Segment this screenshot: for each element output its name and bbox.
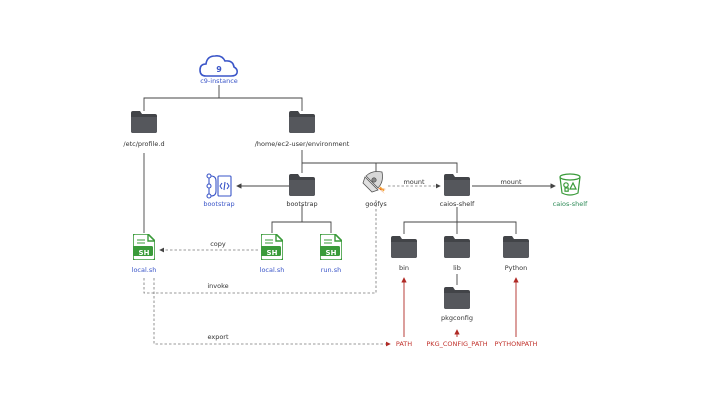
folder-icon-python bbox=[503, 236, 529, 258]
folder-icon-lib bbox=[444, 236, 470, 258]
folder-icon-caios-shelf bbox=[444, 174, 470, 196]
local-sh-mid-label: local.sh bbox=[259, 266, 285, 274]
sh-badge-mid: SH bbox=[266, 249, 278, 257]
env-pkg-config-path-label: PKG_CONFIG_PATH bbox=[426, 340, 488, 348]
sh-badge-run: SH bbox=[325, 249, 337, 257]
c9-instance-label: c9-instance bbox=[200, 77, 238, 85]
caios-shelf-bucket-label: caios-shelf bbox=[552, 200, 588, 208]
folder-icon-etc-profile bbox=[131, 111, 157, 133]
invoke-label: invoke bbox=[207, 282, 229, 290]
dashed-connectors bbox=[143, 183, 441, 347]
home-env-label: /home/ec2-user/environment bbox=[254, 140, 350, 148]
bootstrap-flow-icon bbox=[206, 173, 232, 199]
caios-shelf-label: caios-shelf bbox=[439, 200, 475, 208]
bin-label: bin bbox=[398, 264, 410, 272]
edge-caios-python bbox=[457, 221, 517, 234]
edge-cloud-home bbox=[219, 97, 303, 111]
bootstrap-folder-label: bootstrap bbox=[286, 200, 318, 208]
edge-invoke bbox=[143, 200, 377, 294]
cloud-digit: 9 bbox=[216, 65, 222, 74]
goofys-rocket-icon bbox=[362, 171, 386, 194]
s3-bucket-icon bbox=[559, 173, 581, 196]
cloud-icon bbox=[199, 55, 238, 77]
edge-caios-bin bbox=[403, 207, 458, 234]
mount-label-1: mount bbox=[403, 178, 425, 186]
edge-bootstrap-run bbox=[302, 221, 332, 233]
folder-icon-pkgconfig bbox=[444, 287, 470, 309]
edge-export bbox=[153, 278, 391, 347]
edge-bootstrap-local bbox=[271, 205, 303, 233]
sh-badge-left: SH bbox=[138, 249, 150, 257]
export-label: export bbox=[207, 333, 229, 341]
edge-home-caios bbox=[302, 162, 458, 173]
lib-label: lib bbox=[453, 264, 461, 272]
env-pythonpath-label: PYTHONPATH bbox=[494, 340, 538, 348]
pkgconfig-label: pkgconfig bbox=[441, 314, 473, 322]
run-sh-label: run.sh bbox=[320, 266, 342, 274]
goofys-label: goofys bbox=[365, 200, 387, 208]
local-sh-left-label: local.sh bbox=[131, 266, 157, 274]
tree-connectors bbox=[143, 85, 517, 285]
etc-profile-label: /etc/profile.d bbox=[123, 140, 165, 148]
mount-label-2: mount bbox=[500, 178, 522, 186]
env-path-label: PATH bbox=[395, 340, 413, 348]
bootstrap-icon-label: bootstrap bbox=[203, 200, 235, 208]
copy-label: copy bbox=[210, 240, 226, 248]
folder-icon-home-env bbox=[289, 111, 315, 133]
folder-icon-bootstrap bbox=[289, 174, 315, 196]
python-label: Python bbox=[504, 264, 528, 272]
folder-icon-bin bbox=[391, 236, 417, 258]
env-arrows bbox=[401, 277, 519, 337]
edge-cloud-etc bbox=[143, 85, 220, 111]
